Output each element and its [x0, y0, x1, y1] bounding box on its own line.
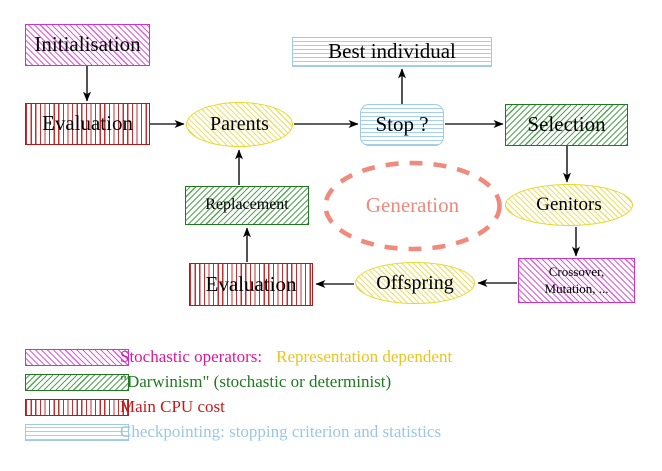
red-vertical-hatch-swatch	[25, 398, 129, 416]
node-crossover-line1: Crossover,	[548, 264, 605, 280]
blue-horizontal-hatch-swatch	[25, 423, 129, 441]
node-evaluation-top[interactable]: Evaluation	[25, 103, 150, 145]
legend-label-stochastic-operators: Stochastic operators:	[120, 347, 263, 366]
legend-row-darwinism: "Darwinism" (stochastic or determinist)	[0, 371, 640, 393]
legend-text-stochastic-operators: Stochastic operators: Representation depe…	[120, 347, 452, 367]
node-genitors[interactable]: Genitors	[505, 184, 633, 226]
node-offspring-label: Offspring	[376, 271, 454, 294]
node-selection[interactable]: Selection	[505, 104, 628, 146]
node-crossover-mutation-label: Crossover, Mutation, ...	[543, 264, 611, 297]
green-diagonal-hatch-swatch	[25, 373, 129, 391]
legend-text-checkpointing: Checkpointing: stopping criterion and st…	[120, 422, 441, 442]
node-generation-label: Generation	[365, 193, 460, 218]
node-generation: Generation	[325, 163, 500, 249]
node-parents[interactable]: Parents	[186, 102, 293, 147]
node-stop[interactable]: Stop ?	[360, 104, 444, 146]
node-genitors-label: Genitors	[536, 194, 602, 216]
node-selection-label: Selection	[527, 112, 606, 137]
legend-row-checkpointing: Checkpointing: stopping criterion and st…	[0, 421, 640, 443]
node-initialisation-label: Initialisation	[34, 32, 141, 57]
legend-label-checkpointing: Checkpointing: stopping criterion and st…	[120, 422, 442, 441]
legend-label-main-cpu-cost: Main CPU cost	[120, 397, 225, 416]
node-evaluation-bottom-label: Evaluation	[205, 271, 297, 296]
legend-label-representation-dependent: Representation dependent	[276, 347, 453, 366]
node-replacement-label: Replacement	[205, 196, 289, 214]
node-stop-label: Stop ?	[375, 112, 429, 137]
legend-row-stochastic-operators: Stochastic operators: Representation depe…	[0, 346, 640, 368]
node-evaluation-top-label: Evaluation	[42, 111, 133, 136]
node-best-individual[interactable]: Best individual	[292, 37, 492, 67]
node-offspring[interactable]: Offspring	[355, 262, 475, 304]
legend: Stochastic operators: Representation depe…	[0, 340, 662, 450]
node-replacement[interactable]: Replacement	[185, 186, 309, 225]
node-crossover-line2: Mutation, ...	[544, 280, 609, 296]
node-evaluation-bottom[interactable]: Evaluation	[189, 263, 313, 306]
legend-text-darwinism: "Darwinism" (stochastic or determinist)	[120, 372, 391, 392]
magenta-diagonal-hatch-swatch	[25, 348, 129, 366]
legend-label-darwinism: "Darwinism" (stochastic or determinist)	[120, 372, 392, 391]
legend-row-main-cpu-cost: Main CPU cost	[0, 396, 640, 418]
node-best-individual-label: Best individual	[328, 39, 456, 64]
node-initialisation[interactable]: Initialisation	[25, 24, 150, 66]
generation-dashed-ellipse	[323, 160, 502, 252]
legend-text-main-cpu-cost: Main CPU cost	[120, 397, 225, 417]
node-parents-label: Parents	[210, 113, 269, 136]
node-crossover-mutation[interactable]: Crossover, Mutation, ...	[518, 258, 635, 303]
